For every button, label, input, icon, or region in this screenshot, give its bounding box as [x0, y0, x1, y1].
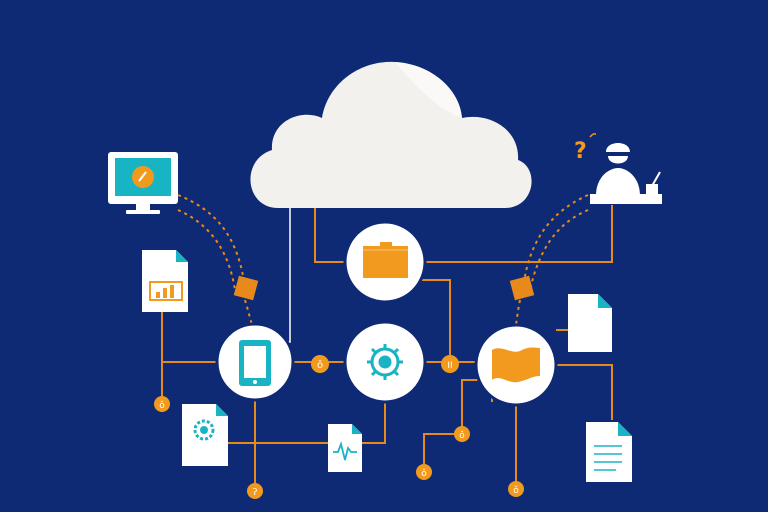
svg-text:ʔ: ʔ	[253, 488, 258, 498]
person-icon	[596, 143, 640, 196]
svg-text:ǒ: ǒ	[317, 359, 323, 371]
tablet-node[interactable]	[215, 322, 295, 402]
network-hub-node[interactable]	[343, 320, 427, 404]
connector-badge-between-tablet-hub: ǒ	[311, 355, 329, 373]
bar-chart-icon	[149, 281, 183, 301]
gear-document	[182, 404, 228, 466]
user-at-desk: ?	[574, 133, 662, 204]
connector-lines	[161, 200, 613, 488]
chart-document	[142, 250, 188, 312]
folder-icon	[363, 242, 408, 278]
svg-text:ǒ: ǒ	[159, 400, 165, 411]
svg-text:ǒ: ǒ	[513, 485, 519, 496]
folder-node[interactable]	[343, 220, 427, 304]
tablet-icon	[239, 340, 271, 386]
flag-node[interactable]	[474, 323, 558, 407]
gear-icon	[193, 419, 215, 441]
endpoint-badge-middle: ǒ	[454, 426, 470, 442]
connector-badge-between-hub-flag: II	[441, 355, 459, 373]
waveform-document	[328, 424, 362, 472]
endpoint-badge-bottom-right: ǒ	[508, 481, 524, 497]
endpoint-badge-bottom-left: ʔ	[247, 483, 263, 499]
checklist-icon	[594, 445, 622, 471]
svg-text:ǒ: ǒ	[459, 430, 465, 441]
network-gear-icon	[367, 344, 403, 380]
blank-document	[568, 294, 612, 352]
cloud	[250, 61, 532, 208]
document-icon	[568, 294, 612, 352]
desktop-monitor	[108, 152, 178, 214]
orange-square-connector-right	[509, 275, 535, 301]
orange-square-connector-left	[233, 275, 259, 301]
checklist-document	[586, 422, 632, 482]
svg-text:II: II	[447, 361, 452, 371]
flag-icon	[492, 347, 540, 383]
svg-text:ǒ: ǒ	[421, 468, 427, 479]
endpoint-badge-left: ǒ	[154, 396, 170, 412]
waveform-icon	[333, 440, 357, 461]
question-mark: ?	[574, 139, 587, 164]
endpoint-badge-bottom-center: ǒ	[416, 464, 432, 480]
